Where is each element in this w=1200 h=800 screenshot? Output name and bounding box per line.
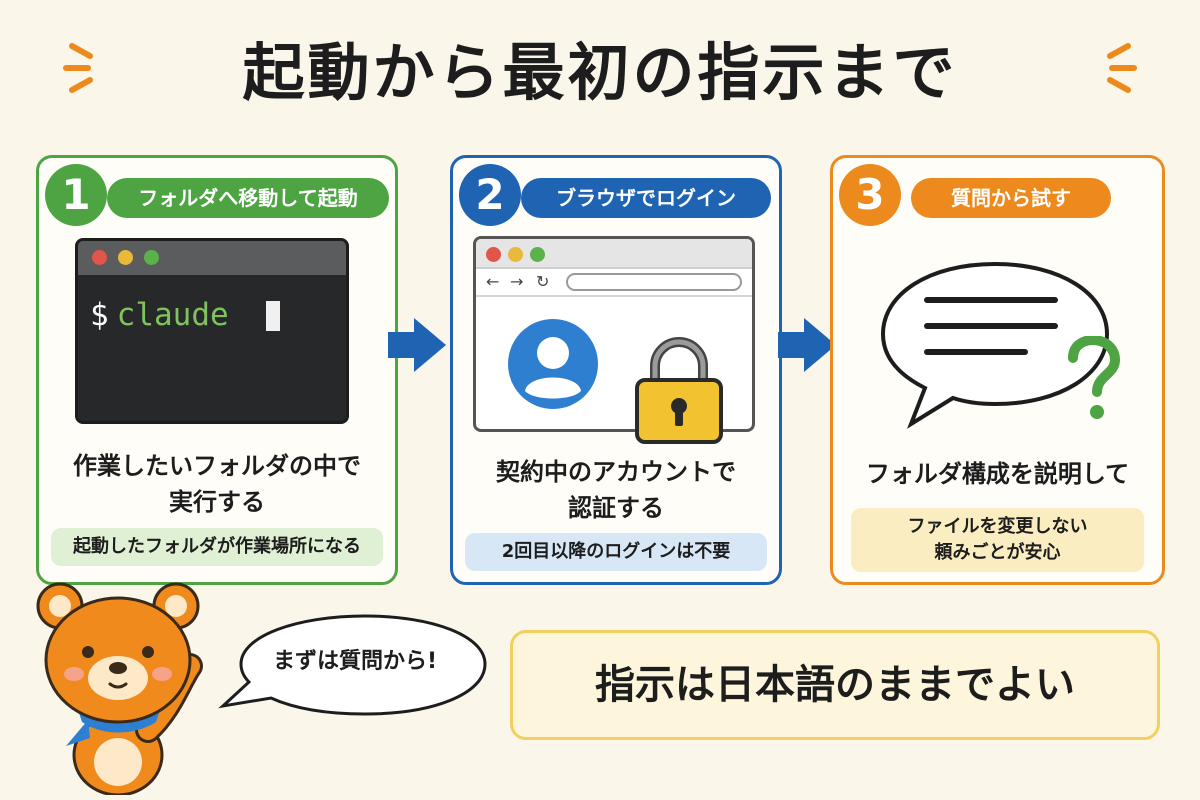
close-dot-icon <box>486 247 501 262</box>
close-dot-icon <box>92 250 107 265</box>
left-sparkle-icon <box>63 43 93 93</box>
terminal-window: $claude <box>75 238 349 424</box>
arrow-right-icon <box>388 318 446 372</box>
step-3-description: フォルダ構成を説明して <box>865 460 1130 488</box>
maximize-dot-icon <box>144 250 159 265</box>
step-2-note: 2回目以降のログインは不要 <box>465 533 767 571</box>
step-2-description-line-2: 認証する <box>568 494 664 522</box>
step-1-description: 作業したいフォルダの中で 実行する <box>39 448 395 520</box>
url-bar <box>566 273 742 291</box>
terminal-command-line: $claude <box>90 297 229 333</box>
maximize-dot-icon <box>530 247 545 262</box>
terminal-prompt: $ <box>90 297 109 333</box>
step-1-heading: フォルダへ移動して起動 <box>107 178 389 218</box>
step-3-note: ファイルを変更しない 頼みごとが安心 <box>851 508 1144 572</box>
step-3-heading: 質問から試す <box>911 178 1111 218</box>
browser-title-bar <box>476 239 752 269</box>
step-3-note-line-1: ファイルを変更しない <box>907 516 1088 537</box>
terminal-command: claude <box>116 297 229 333</box>
padlock-icon <box>635 337 723 444</box>
user-avatar-icon <box>508 319 598 409</box>
minimize-dot-icon <box>508 247 523 262</box>
mascot-speech-text: まずは質問から! <box>272 649 438 674</box>
step-2-card: ブラウザでログイン 2 ← → ↻ 契約中のアカウントで 認証する 2回目以降の… <box>450 155 782 585</box>
browser-window: ← → ↻ <box>473 236 755 432</box>
terminal-cursor <box>266 301 280 331</box>
step-1-description-line-2: 実行する <box>169 488 265 516</box>
question-mark-icon <box>1068 336 1121 419</box>
terminal-title-bar <box>78 241 346 275</box>
reload-icon: ↻ <box>536 272 550 291</box>
tip-box: 指示は日本語のままでよい <box>510 630 1160 740</box>
step-2-description: 契約中のアカウントで 認証する <box>453 454 779 526</box>
step-2-heading: ブラウザでログイン <box>521 178 771 218</box>
step-2-description-line-1: 契約中のアカウントで <box>496 458 736 486</box>
arrow-right-icon <box>778 318 836 372</box>
step-1-note: 起動したフォルダが作業場所になる <box>51 528 383 566</box>
step-1-description-line-1: 作業したいフォルダの中で <box>73 452 361 480</box>
step-2-number: 2 <box>459 164 521 226</box>
step-3-number: 3 <box>839 164 901 226</box>
right-sparkle-icon <box>1107 43 1137 93</box>
speech-bubble-icon <box>880 261 1110 429</box>
back-arrow-icon: ← <box>486 272 500 291</box>
step-1-card: フォルダへ移動して起動 1 $claude 作業したいフォルダの中で 実行する … <box>36 155 398 585</box>
minimize-dot-icon <box>118 250 133 265</box>
step-3-note-line-2: 頼みごとが安心 <box>934 542 1061 563</box>
step-3-card: 質問から試す 3 フォルダ構成を説明して ファイルを変更しない 頼みごとが安心 <box>830 155 1165 585</box>
mascot-speech-bubble <box>218 614 487 716</box>
bear-mascot <box>36 582 203 795</box>
forward-arrow-icon: → <box>510 272 524 291</box>
step-1-number: 1 <box>45 164 107 226</box>
page-title: 起動から最初の指示まで <box>242 36 958 109</box>
browser-nav-bar: ← → ↻ <box>476 269 752 297</box>
